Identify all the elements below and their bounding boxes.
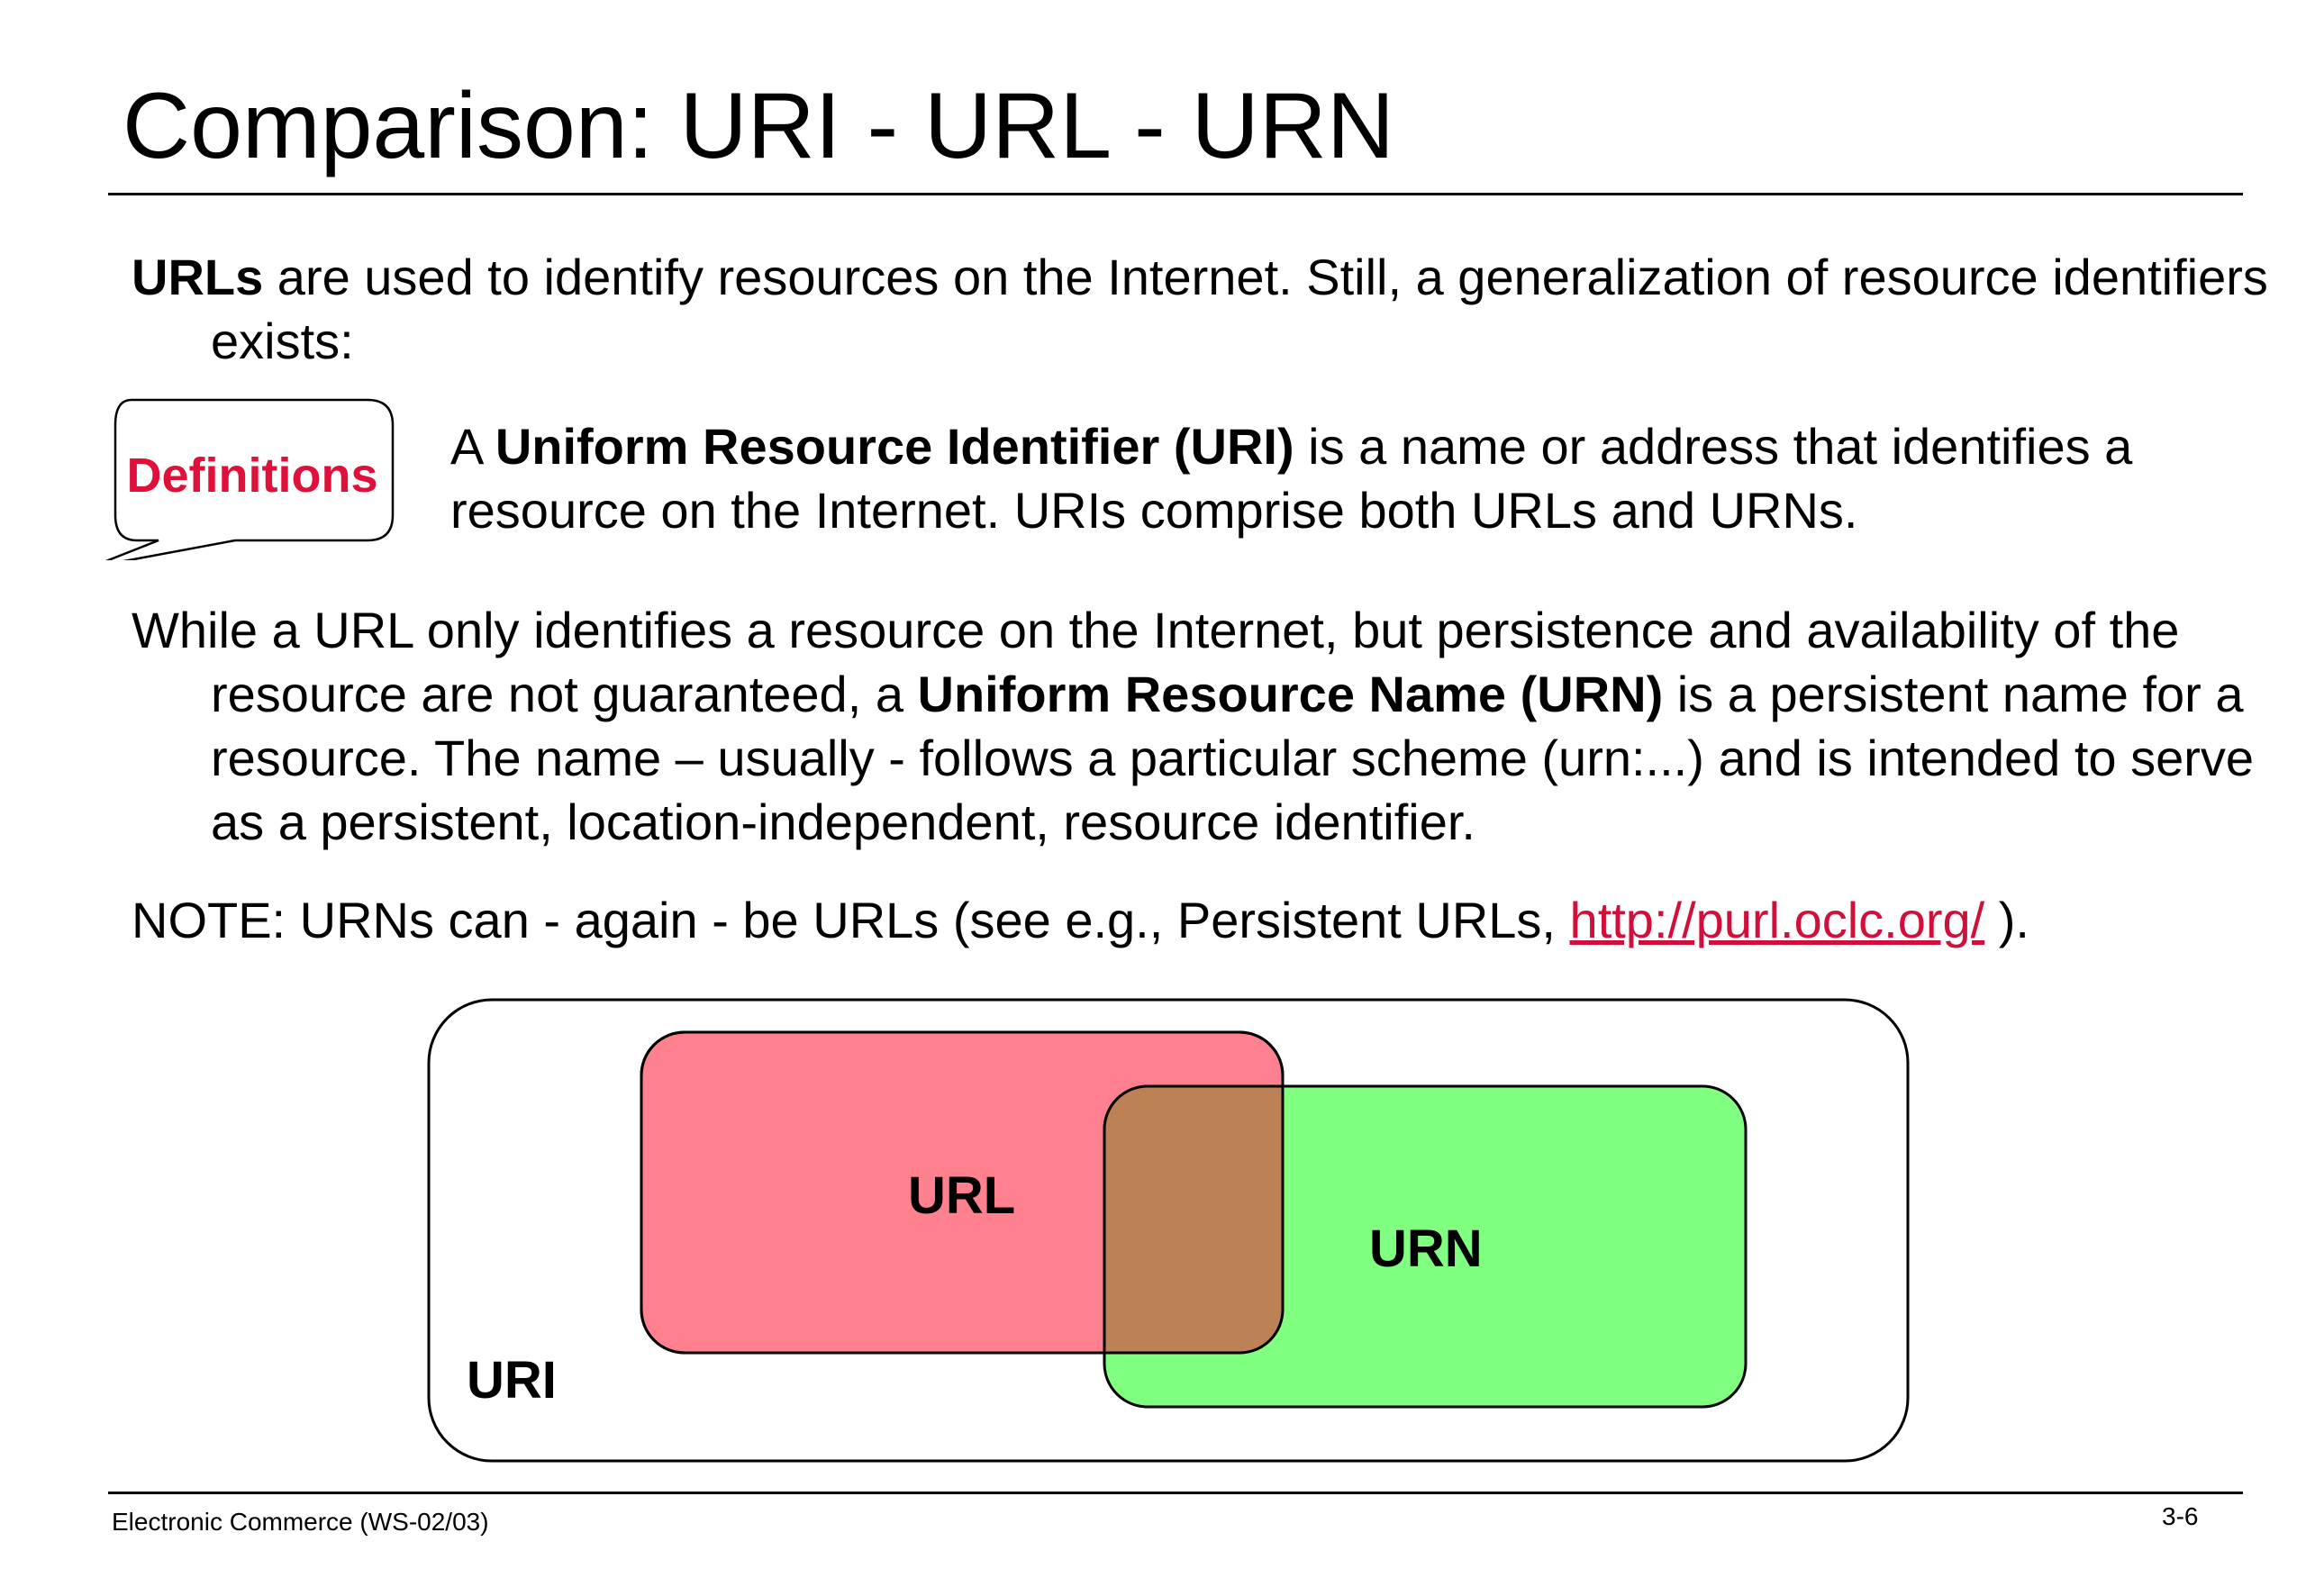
uri-definition: A Uniform Resource Identifier (URI) is a…	[450, 414, 2234, 542]
title-divider	[108, 193, 2243, 195]
definition-bold: Uniform Resource Identifier (URI)	[495, 418, 1294, 475]
urn-paragraph: While a URL only identifies a resource o…	[132, 598, 2306, 854]
note-paragraph: NOTE: URNs can - again - be URLs (see e.…	[132, 888, 2306, 952]
footer-divider	[108, 1492, 2243, 1494]
urn-paragraph-post: is a persistent name for a resource. The…	[211, 666, 2255, 850]
url-label: URL	[908, 1166, 1016, 1225]
intro-bold: URLs	[132, 249, 264, 305]
definitions-label: Definitions	[126, 449, 378, 503]
definitions-callout-bubble	[104, 398, 395, 560]
url-urn-overlap	[1103, 1084, 1283, 1353]
urn-paragraph-bold: Uniform Resource Name (URN)	[917, 666, 1664, 722]
urn-label: URN	[1369, 1220, 1483, 1278]
note-pre: NOTE: URNs can - again - be URLs (see e.…	[132, 892, 1570, 948]
purl-link[interactable]: http://purl.oclc.org/	[1569, 892, 1985, 948]
slide-title: Comparison: URI - URL - URN	[123, 74, 1394, 178]
footer-course: Electronic Commerce (WS-02/03)	[112, 1508, 489, 1536]
note-post: ).	[1984, 892, 2029, 948]
definition-pre: A	[450, 418, 495, 475]
urn-paragraph-pre: While a URL only identifies a resource o…	[132, 602, 2180, 722]
definition-text: is a name or address that identifies a r…	[450, 418, 2133, 539]
intro-paragraph: URLs are used to identify resources on t…	[132, 245, 2306, 373]
intro-text: are used to identify resources on the In…	[211, 249, 2268, 369]
uri-label: URI	[467, 1351, 557, 1410]
footer-page-number: 3-6	[2162, 1502, 2199, 1530]
uri-url-urn-venn-diagram	[427, 998, 1910, 1463]
